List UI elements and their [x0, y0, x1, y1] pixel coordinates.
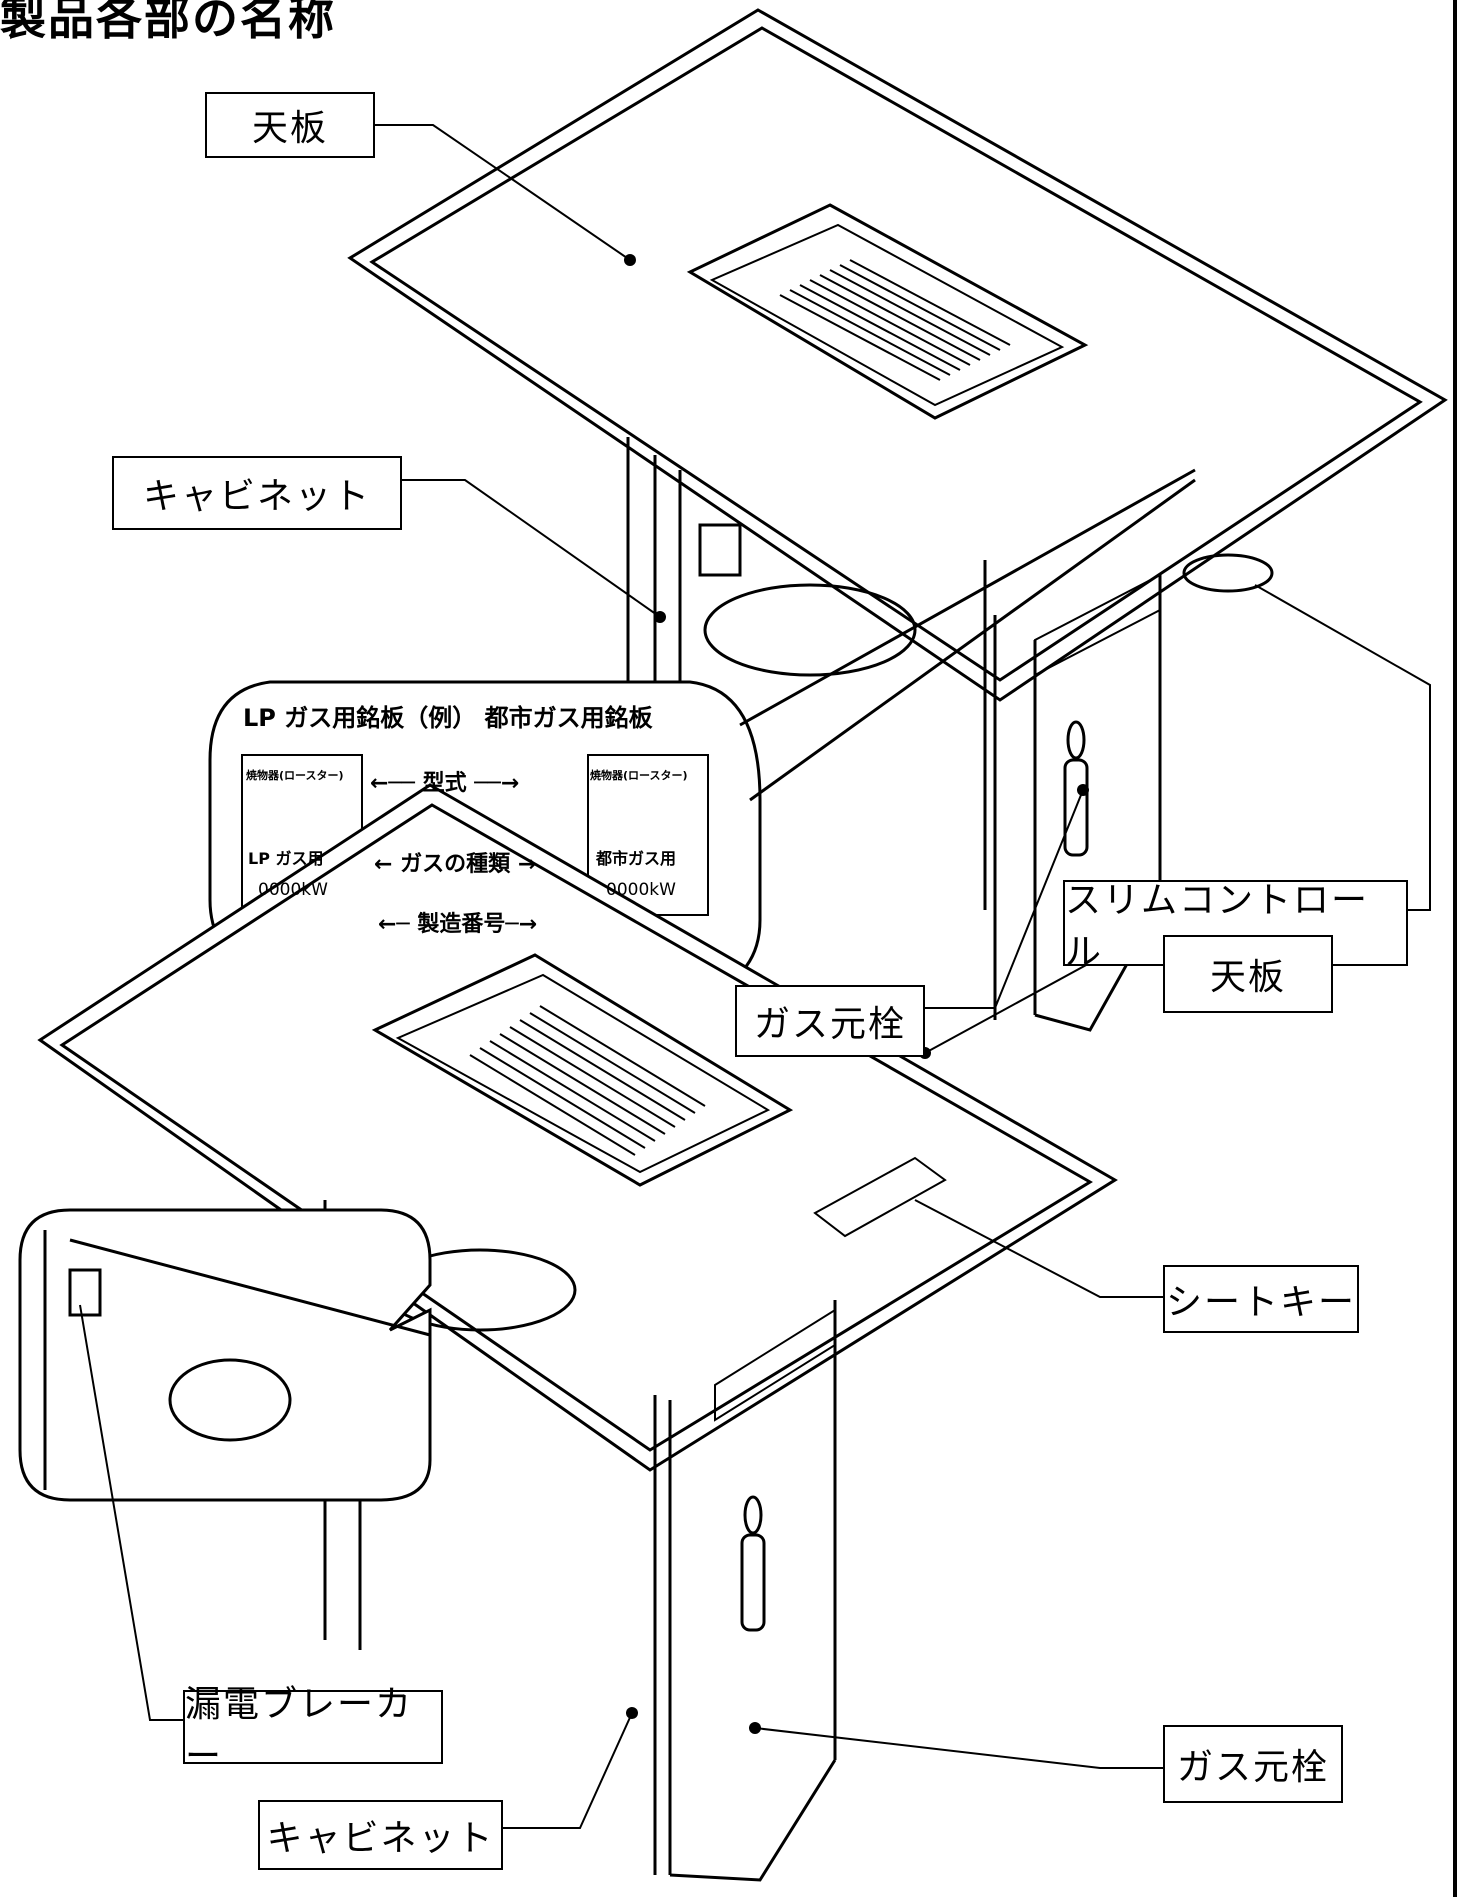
page-title: 製品各部の名称 — [0, 0, 336, 45]
arrow-gas-type-label: ガスの種類 — [400, 852, 511, 877]
city-plate-output: 0000kW — [606, 880, 676, 900]
label-sheet-key: シートキー — [1163, 1265, 1359, 1333]
label-gas-valve-lower: ガス元栓 — [1163, 1725, 1343, 1803]
upper-grill — [686, 203, 1089, 420]
city-plate-gas-type: 都市ガス用 — [596, 849, 677, 868]
upper-tabletop — [347, 8, 1448, 702]
label-top-panel-lower: 天板 — [1163, 935, 1333, 1013]
arrow-serial-label: 製造番号 — [417, 912, 506, 937]
lower-grill — [371, 953, 794, 1187]
arrow-model-label: 型式 — [422, 771, 467, 796]
label-gas-valve-upper: ガス元栓 — [735, 985, 925, 1057]
lp-plate-gas-type: LP ガス用 — [248, 849, 324, 868]
lower-table — [18, 783, 1118, 1882]
city-plate-model: 焼物器(ロースター) — [590, 769, 688, 782]
arrow-serial: ←─ 製造番号─→ — [378, 912, 538, 937]
label-cabinet-upper: キャビネット — [112, 456, 402, 530]
lp-plate-model: 焼物器(ロースター) — [246, 769, 344, 782]
leader-dots — [624, 254, 1089, 1734]
nameplate-heading: LP ガス用銘板（例） 都市ガス用銘板 — [243, 704, 653, 732]
label-top-panel-upper: 天板 — [205, 92, 375, 158]
label-leak-breaker: 漏電ブレーカー — [183, 1684, 443, 1777]
label-cabinet-lower: キャビネット — [258, 1800, 503, 1870]
lp-plate-output: 0000kW — [258, 880, 328, 900]
arrow-model: ←── 型式 ──→ — [370, 771, 520, 796]
arrow-gas-type: ← ガスの種類 → — [374, 852, 537, 877]
